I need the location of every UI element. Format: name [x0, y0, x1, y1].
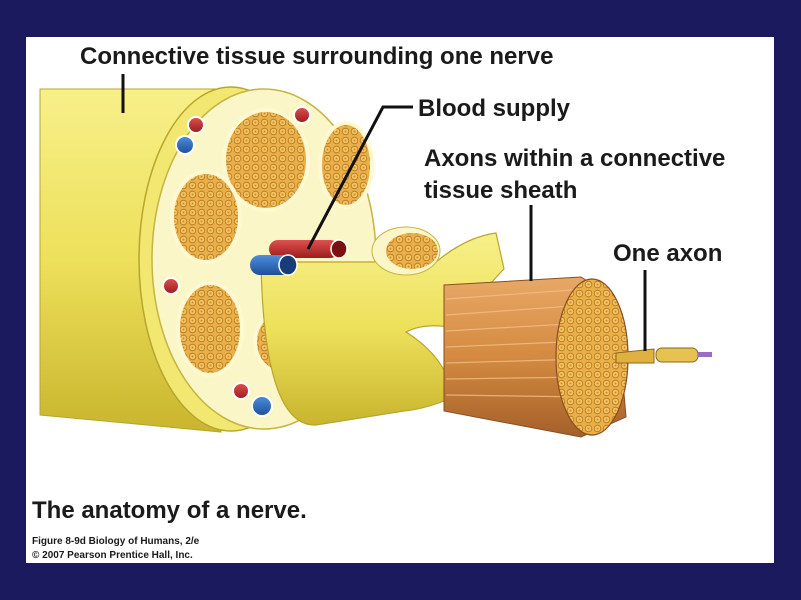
figure-title: The anatomy of a nerve. [32, 497, 307, 524]
connective-tissue-label: Connective tissue surrounding one nerve [80, 43, 554, 70]
nerve-illustration [39, 74, 712, 438]
axon-bundle [443, 276, 629, 438]
axons-label-line2: tissue sheath [424, 177, 578, 204]
figure-credit-line1: Figure 8-9d Biology of Humans, 2/e [32, 536, 200, 547]
fascicle-sheath [260, 226, 505, 426]
blood-vessels [250, 239, 348, 276]
blood-supply-label: Blood supply [418, 95, 570, 122]
single-axon [615, 347, 712, 364]
figure-credit-line2: © 2007 Pearson Prentice Hall, Inc. [32, 550, 193, 561]
slide: Connective tissue surrounding one nerve … [26, 37, 774, 563]
leader-lines [121, 74, 647, 351]
one-axon-label: One axon [613, 240, 723, 267]
small-vessels [162, 106, 311, 417]
axons-label-line1: Axons within a connective [424, 145, 726, 172]
